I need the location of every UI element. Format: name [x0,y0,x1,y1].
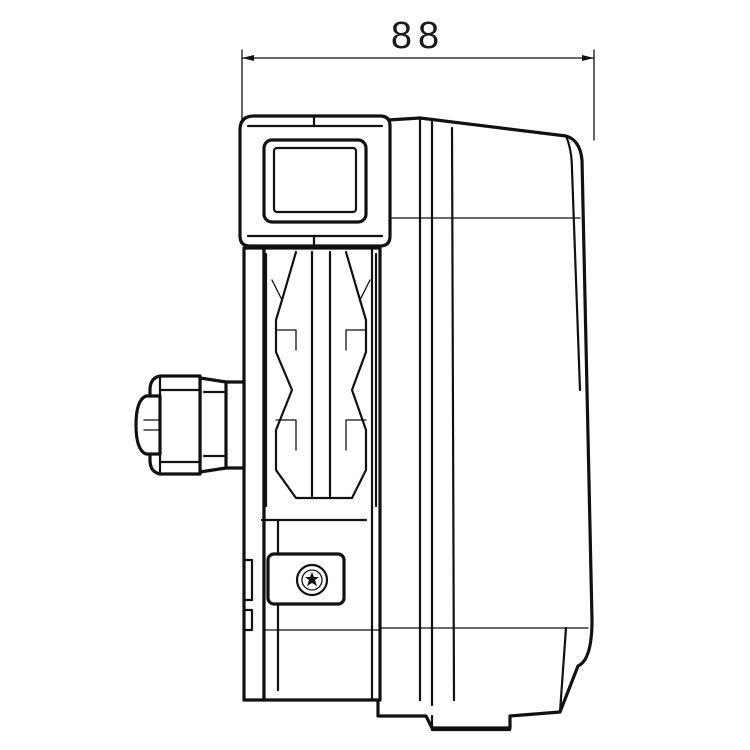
dimension-arrow-right [582,55,594,61]
display-head [238,114,392,248]
cable-gland [134,374,246,476]
housing-body [376,116,594,732]
inner-mechanism [264,250,378,508]
width-dimension: 88 [241,15,595,141]
gland-cap [134,394,162,456]
torx-icon [305,572,319,586]
screw-plate [266,552,346,606]
display-window [262,138,368,224]
display-screen [272,146,358,214]
dimension-value: 88 [391,15,445,57]
dimension-arrow-left [242,55,254,61]
